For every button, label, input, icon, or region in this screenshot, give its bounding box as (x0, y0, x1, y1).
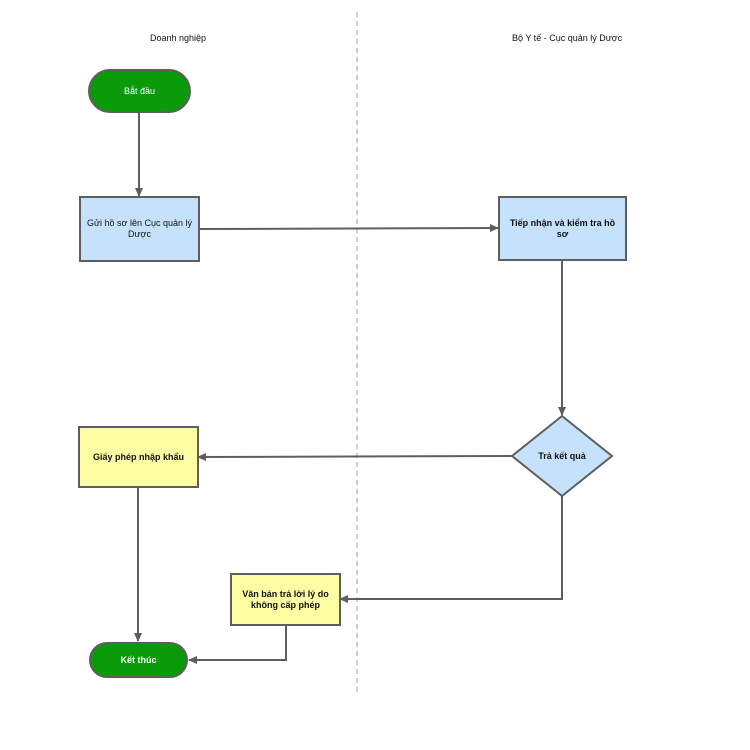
start-node: Bắt đầu (88, 69, 191, 113)
import-license-node: Giấy phép nhập khẩu (78, 426, 199, 488)
submit-dossier-node: Gửi hồ sơ lên Cục quản lý Dược (79, 196, 200, 262)
lane-title-ministry: Bộ Y tế - Cục quản lý Dược (512, 33, 623, 43)
connector-submit-to-receive (198, 224, 499, 233)
end-node: Kết thúc (89, 642, 188, 678)
connector-refusal-to-end (188, 625, 287, 664)
lane-title-enterprise: Doanh nghiệp (150, 33, 207, 43)
connector-result-to-license (197, 452, 513, 461)
decision-diamond (510, 414, 614, 498)
return-result-label: Trả kết quả (538, 451, 586, 461)
refusal-letter-node: Văn bản trả lời lý do không cấp phép (230, 573, 341, 626)
connector-result-to-refusal (339, 496, 563, 603)
receive-check-node: Tiếp nhận và kiểm tra hồ sơ (498, 196, 627, 261)
